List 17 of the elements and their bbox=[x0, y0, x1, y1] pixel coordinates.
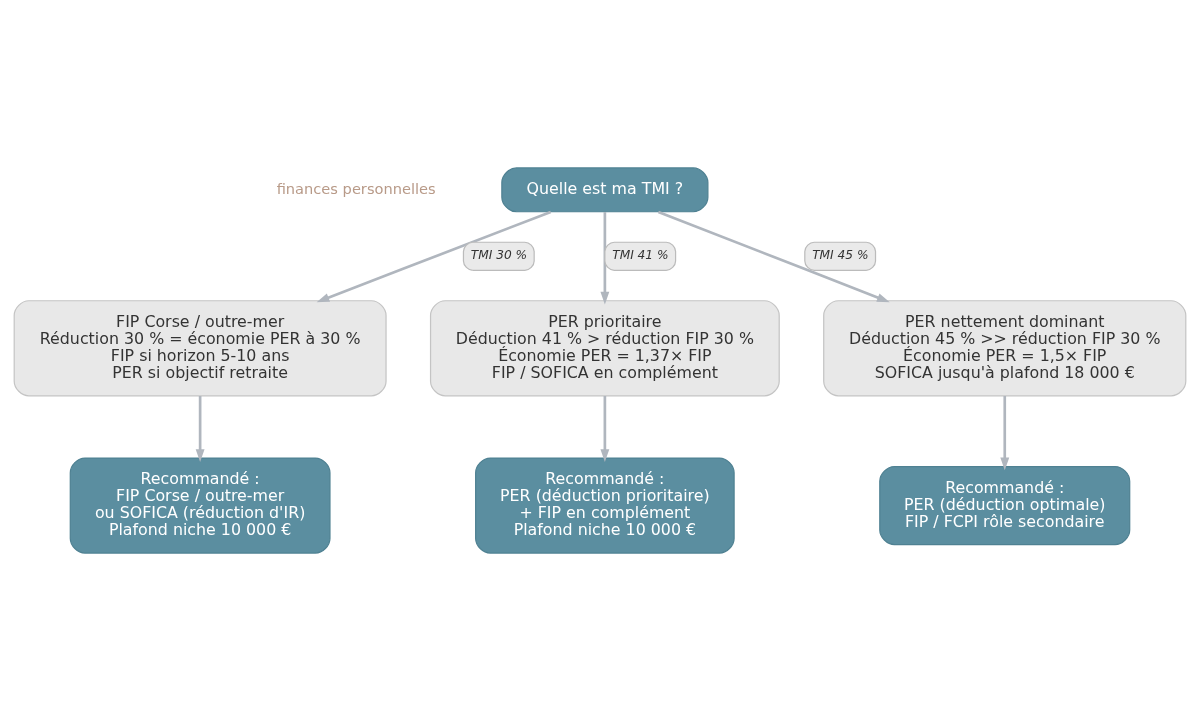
arrow bbox=[195, 396, 205, 462]
label: finances personnelles bbox=[276, 179, 436, 197]
arrow bbox=[316, 210, 552, 303]
node-box: Recommandé : FIP Corse / outre-mer ou SOFICA (réduction d'IR) Plafond niche 10 000 € bbox=[69, 457, 331, 554]
node-box: Recommandé : PER (déduction prioritaire) + FIP en complément Plafond niche 10 000 € bbox=[475, 457, 735, 554]
arrow bbox=[1000, 396, 1010, 471]
node-box: Recommandé : PER (déduction optimale) FIP / FCPI rôle secondaire bbox=[879, 465, 1131, 546]
arrow bbox=[600, 396, 610, 462]
arrow bbox=[657, 210, 890, 303]
node-box: Quelle est ma TMI ? bbox=[501, 167, 709, 213]
node-box: FIP Corse / outre-mer Réduction 30 % = économie PER à 30 % FIP si horizon 5-10 ans PER si objectif retraite bbox=[13, 300, 387, 397]
edge-label: TMI 45 % bbox=[812, 247, 869, 262]
edge-label: TMI 41 % bbox=[612, 247, 669, 262]
edge-label: TMI 30 % bbox=[470, 247, 528, 262]
node-box: PER nettement dominant Déduction 45 % >> réduction FIP 30 % Économie PER = 1,5× FIP SOFICA jusqu'à plafond 18 000 € bbox=[823, 300, 1187, 397]
node-box: PER prioritaire Déduction 41 % > réduction FIP 30 % Économie PER = 1,37× FIP FIP / SOFICA en complément bbox=[429, 300, 780, 397]
arrow bbox=[600, 212, 610, 305]
